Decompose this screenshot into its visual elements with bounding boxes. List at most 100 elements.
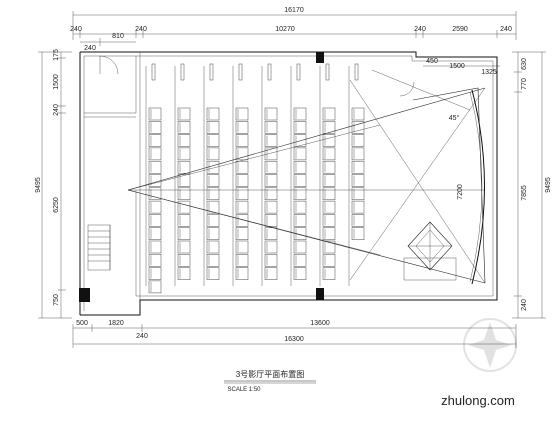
seat xyxy=(148,200,162,214)
seat xyxy=(177,174,191,187)
seat xyxy=(206,187,220,201)
seat xyxy=(177,254,191,267)
seat xyxy=(235,174,249,187)
seat xyxy=(235,254,249,267)
dim-top-seg-5: 2590 xyxy=(452,26,468,33)
seat xyxy=(293,121,307,134)
seat xyxy=(264,107,278,121)
seat xyxy=(351,200,365,214)
seat xyxy=(322,107,336,121)
seat xyxy=(148,147,162,161)
left-dimension-chain xyxy=(38,51,72,319)
seat xyxy=(293,214,307,227)
dim-bottom-overall: 16300 xyxy=(284,336,304,343)
seat xyxy=(264,147,278,161)
seat xyxy=(148,121,162,134)
dim-right-top-1: 630 xyxy=(521,58,528,70)
seat xyxy=(322,147,336,161)
seat xyxy=(177,267,191,280)
seat xyxy=(351,187,365,201)
seat xyxy=(235,240,249,254)
seat xyxy=(322,214,336,227)
aisle-marker xyxy=(354,63,359,81)
seat xyxy=(235,147,249,161)
dim-right-overall: 9495 xyxy=(545,177,552,193)
seat xyxy=(322,134,336,147)
dim-right-room-2: 1500 xyxy=(449,63,465,70)
dim-left-overall: 9495 xyxy=(35,177,42,193)
seat xyxy=(148,280,162,294)
seat xyxy=(177,214,191,227)
seat xyxy=(235,200,249,214)
dim-bottom-seg-1: 500 xyxy=(76,320,88,327)
seat xyxy=(177,134,191,147)
seat xyxy=(264,267,278,280)
dim-top-seg-1: 240 xyxy=(70,26,82,33)
dim-right-top-2: 770 xyxy=(521,78,528,90)
seat xyxy=(264,254,278,267)
aisle-marker xyxy=(209,63,214,81)
seat xyxy=(206,227,220,240)
seat xyxy=(351,107,365,121)
aisle-marker xyxy=(238,63,243,81)
seat xyxy=(177,107,191,121)
seat xyxy=(351,147,365,161)
seat xyxy=(235,160,249,174)
seat xyxy=(293,174,307,187)
seat xyxy=(235,267,249,280)
seat xyxy=(148,160,162,174)
seat xyxy=(293,240,307,254)
structural-column xyxy=(316,52,324,63)
staircase xyxy=(87,224,111,271)
seat xyxy=(177,240,191,254)
watermark-logo-icon xyxy=(463,318,517,372)
equipment-symbol xyxy=(403,221,457,281)
dim-right-inner: 7855 xyxy=(521,185,528,201)
seat xyxy=(293,227,307,240)
seat xyxy=(322,174,336,187)
aisle-marker xyxy=(180,63,185,81)
seat xyxy=(148,107,162,121)
drawing-caption: 3号影厅平面布置图 SCALE 1:50 xyxy=(224,369,316,393)
seat xyxy=(206,254,220,267)
seat xyxy=(148,254,162,267)
seat xyxy=(206,134,220,147)
seat xyxy=(293,107,307,121)
dim-left-seg-5: 750 xyxy=(53,294,60,306)
drawing-title: 3号影厅平面布置图 xyxy=(236,369,304,379)
seat xyxy=(264,134,278,147)
top-dimension-chain xyxy=(72,11,517,46)
seating-area xyxy=(145,63,365,294)
seat xyxy=(177,121,191,134)
dim-bottom-seg-2: 1820 xyxy=(108,320,124,327)
aisle-marker xyxy=(325,63,330,81)
door-symbols xyxy=(99,55,415,97)
dim-left-seg-3: 240 xyxy=(53,104,60,116)
seat xyxy=(148,214,162,227)
dim-right-room-1: 450 xyxy=(426,58,438,65)
seat xyxy=(351,227,365,240)
right-dimension-chain xyxy=(512,51,546,319)
structural-column xyxy=(316,288,324,300)
drawing-scale: SCALE 1:50 xyxy=(227,387,261,393)
dim-top-seg-2: 240 xyxy=(135,26,147,33)
projection-screen xyxy=(412,87,486,285)
dim-top-overall: 16170 xyxy=(284,7,304,14)
seat xyxy=(177,227,191,240)
seat xyxy=(264,187,278,201)
seat xyxy=(322,121,336,134)
seat xyxy=(148,267,162,280)
aisle-marker xyxy=(151,63,156,81)
aisle-marker xyxy=(296,63,301,81)
dim-left-seg-4: 6250 xyxy=(53,197,60,213)
seat xyxy=(206,240,220,254)
dim-top-seg-3: 10270 xyxy=(275,26,295,33)
seat xyxy=(351,134,365,147)
dim-bottom-wall: 240 xyxy=(136,333,148,340)
seat xyxy=(235,121,249,134)
seat xyxy=(293,200,307,214)
seat xyxy=(177,147,191,161)
dim-left-seg-1: 175 xyxy=(53,49,60,61)
